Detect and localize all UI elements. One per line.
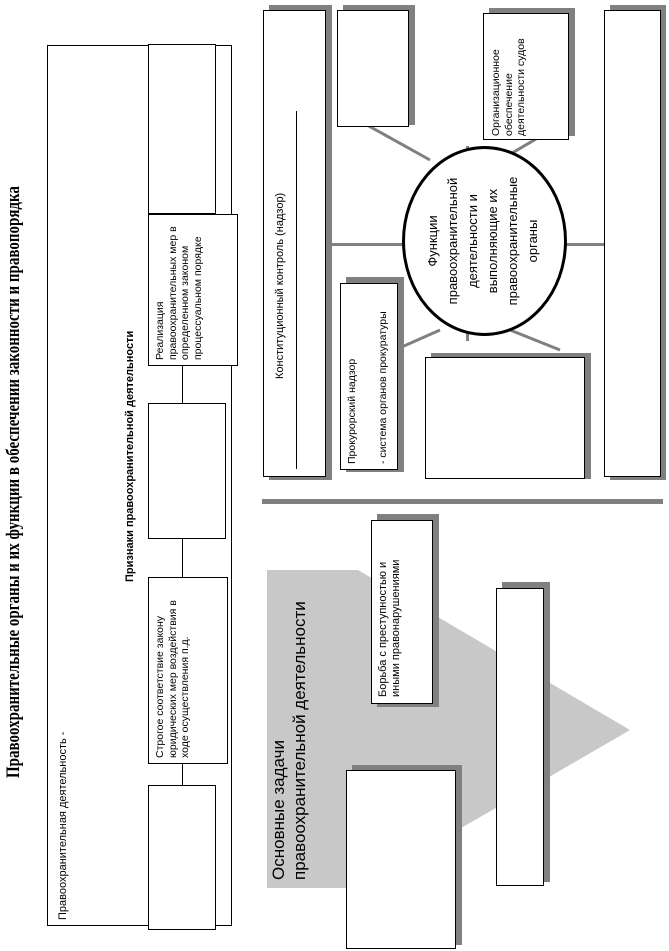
task-1-text: Борьба с преступностью и иными правонару… bbox=[377, 559, 402, 697]
constitutional-control-underline bbox=[296, 111, 297, 469]
sign-box-empty-middle bbox=[148, 403, 226, 539]
function-box-empty-right bbox=[604, 10, 661, 477]
court-support-box: Организационное обеспечение деятельности… bbox=[483, 13, 569, 140]
tasks-heading: Основные задачи правоохранительной деяте… bbox=[269, 601, 309, 880]
sign-box-1: Строгое соответствие закону юридических … bbox=[148, 577, 228, 764]
task-box-empty-right bbox=[496, 588, 544, 886]
sign-box-empty-top bbox=[148, 44, 216, 214]
task-box-1: Борьба с преступностью и иными правонару… bbox=[371, 520, 433, 704]
functions-center-circle: Функции правоохранительной деятельности … bbox=[402, 146, 567, 336]
sign-box-empty-bottom bbox=[148, 785, 216, 930]
task-box-empty-bottom bbox=[346, 770, 456, 949]
constitutional-control-box: Конституционный контроль (надзор) bbox=[263, 10, 326, 477]
section-separator bbox=[262, 499, 663, 504]
prosecutor-box: Прокурорский надзор - система органов пр… bbox=[340, 283, 398, 470]
function-box-empty-top bbox=[337, 10, 409, 127]
sign-box-2: Реализация правоохранительных мер в опре… bbox=[148, 214, 238, 366]
function-box-empty-bottom bbox=[425, 357, 585, 479]
